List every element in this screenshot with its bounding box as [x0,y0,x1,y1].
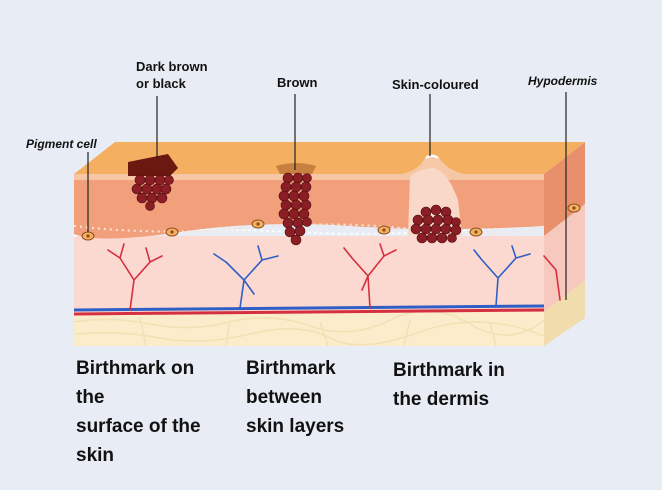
leader-lines [87,92,567,300]
capillaries [107,243,561,311]
birthmark-between-layers [276,163,316,246]
caption-surface-line2: the [76,387,105,408]
label-hypodermis: Hypodermis [528,74,598,88]
caption-surface-line3: surface of the [76,416,201,437]
birthmark-dermis [402,154,464,244]
label-skin-coloured: Skin-coloured [392,77,479,92]
label-dark-brown-line2: or black [136,76,186,91]
label-brown: Brown [277,75,318,90]
caption-surface-line4: skin [76,445,115,466]
label-dark-brown: Dark brown or black [136,58,208,92]
caption-surface-line1: Birthmark on [76,358,195,379]
caption-between: Birthmark between skin layers [246,354,344,441]
caption-surface: Birthmark on the surface of the skin [76,354,201,470]
hypodermis-layer [73,280,585,347]
caption-between-line3: skin layers [246,416,345,437]
blood-vessel-band [73,304,545,316]
pigment-cells [81,203,581,241]
caption-between-line2: between [246,387,323,408]
caption-dermis-line1: Birthmark in [393,360,505,381]
label-dark-brown-line1: Dark brown [136,59,208,74]
caption-between-line1: Birthmark [246,358,336,379]
label-pigment-cell: Pigment cell [26,137,97,151]
caption-dermis: Birthmark in the dermis [393,356,505,414]
birthmark-surface [128,154,178,211]
skin-surface [74,142,585,174]
caption-dermis-line2: the dermis [393,389,490,410]
